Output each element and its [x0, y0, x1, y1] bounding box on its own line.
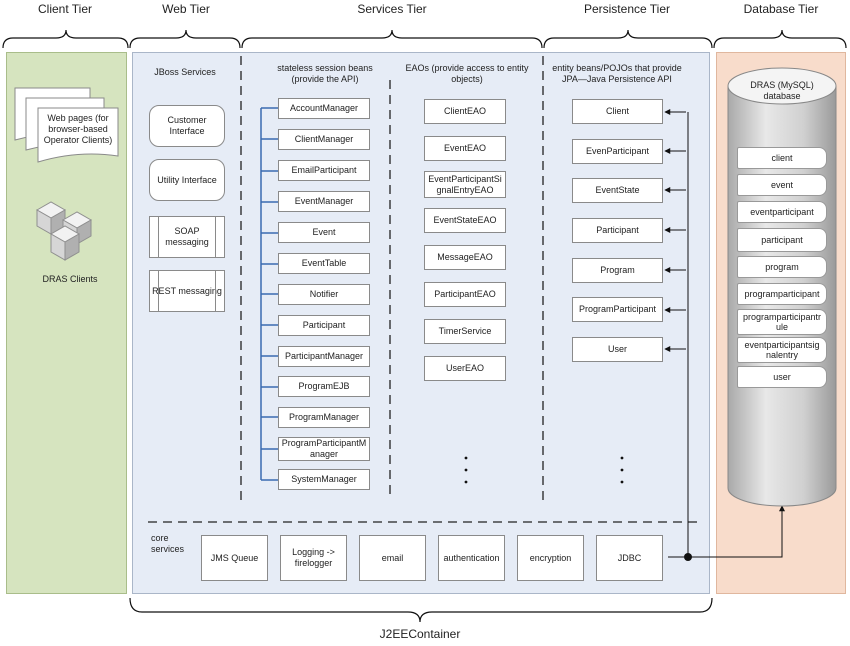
rest-messaging-label: REST messaging	[152, 285, 222, 296]
bean-box: AccountManager	[278, 98, 370, 119]
eao-box: TimerService	[424, 319, 506, 344]
bean-box: ProgramParticipantManager	[278, 437, 370, 461]
jdbc-to-db	[688, 505, 785, 558]
web-pages-icon	[14, 87, 119, 163]
clients-cubes-icon	[35, 201, 93, 261]
jdbc-junction	[684, 553, 692, 561]
services-tier-label: Services Tier	[357, 2, 427, 16]
entity-box: EvenParticipant	[572, 139, 663, 164]
persistence-heading: entity beans/POJOs that provide JPA—Java…	[552, 63, 682, 84]
persistence-tier-label: Persistence Tier	[583, 2, 671, 16]
db-table: user	[737, 366, 827, 388]
bean-box: Notifier	[278, 284, 370, 305]
eao-box: UserEAO	[424, 356, 506, 381]
soap-box-inner-line	[158, 216, 159, 258]
soap-box-inner-line-right	[215, 216, 216, 258]
entity-box: EventState	[572, 178, 663, 203]
rest-box-inner-line-right	[215, 270, 216, 312]
soap-messaging-label: SOAP messaging	[165, 226, 209, 247]
bean-box: ProgramEJB	[278, 376, 370, 397]
utility-interface-box: Utility Interface	[149, 159, 225, 201]
beans-heading: stateless session beans (provide the API…	[277, 63, 373, 84]
soap-messaging-box: SOAP messaging	[149, 216, 225, 258]
entity-box: User	[572, 337, 663, 362]
core-service-box: encryption	[517, 535, 584, 581]
eao-box: ClientEAO	[424, 99, 506, 124]
database-title: DRAS (MySQL) database	[750, 80, 814, 101]
eao-box: MessageEAO	[424, 245, 506, 270]
entity-box: Participant	[572, 218, 663, 243]
dras-clients-label: DRAS Clients	[42, 274, 98, 284]
core-service-box: Logging -> firelogger	[280, 535, 347, 581]
web-pages-label: Web pages (for browser-based Operator Cl…	[43, 113, 113, 145]
client-tier-label: Client Tier	[37, 2, 93, 16]
db-table: eventparticipant	[737, 201, 827, 223]
bean-box: ClientManager	[278, 129, 370, 150]
db-table: participant	[737, 228, 827, 252]
bean-box: SystemManager	[278, 469, 370, 490]
eaos-heading: EAOs (provide access to entity objects)	[405, 63, 529, 84]
brace-persistence	[543, 29, 713, 49]
db-table: eventparticipantsignalentry	[737, 337, 827, 363]
rest-messaging-box: REST messaging	[149, 270, 225, 312]
eao-box: EventParticipantSignalEntryEAO	[424, 171, 506, 198]
j2ee-container-label: J2EEContainer	[379, 627, 461, 641]
entity-box: ProgramParticipant	[572, 297, 663, 322]
customer-interface-box: Customer Interface	[149, 105, 225, 147]
bean-box: Participant	[278, 315, 370, 336]
core-service-box: JDBC	[596, 535, 663, 581]
entity-box: Client	[572, 99, 663, 124]
db-table: program	[737, 256, 827, 278]
jboss-services-heading: JBoss Services	[154, 67, 216, 77]
eao-box: EventEAO	[424, 136, 506, 161]
brace-container	[129, 597, 713, 623]
bean-box: ParticipantManager	[278, 346, 370, 367]
brace-client	[2, 29, 129, 49]
core-service-box: authentication	[438, 535, 505, 581]
brace-web	[129, 29, 241, 49]
brace-database	[713, 29, 847, 49]
database-tier-label: Database Tier	[743, 2, 819, 16]
bean-box: EventManager	[278, 191, 370, 212]
brace-services	[241, 29, 543, 49]
core-service-box: JMS Queue	[201, 535, 268, 581]
db-table: programparticipant	[737, 283, 827, 305]
rest-box-inner-line	[158, 270, 159, 312]
bean-box: EventTable	[278, 253, 370, 274]
core-services-heading: core services	[151, 533, 185, 554]
bean-box: ProgramManager	[278, 407, 370, 428]
bean-box: EmailParticipant	[278, 160, 370, 181]
entity-box: Program	[572, 258, 663, 283]
web-tier-label: Web Tier	[162, 2, 210, 16]
eao-box: ParticipantEAO	[424, 282, 506, 307]
db-table: event	[737, 174, 827, 196]
eao-box: EventStateEAO	[424, 208, 506, 233]
db-table: programparticipantrule	[737, 309, 827, 335]
core-service-box: email	[359, 535, 426, 581]
bean-box: Event	[278, 222, 370, 243]
db-table: client	[737, 147, 827, 169]
